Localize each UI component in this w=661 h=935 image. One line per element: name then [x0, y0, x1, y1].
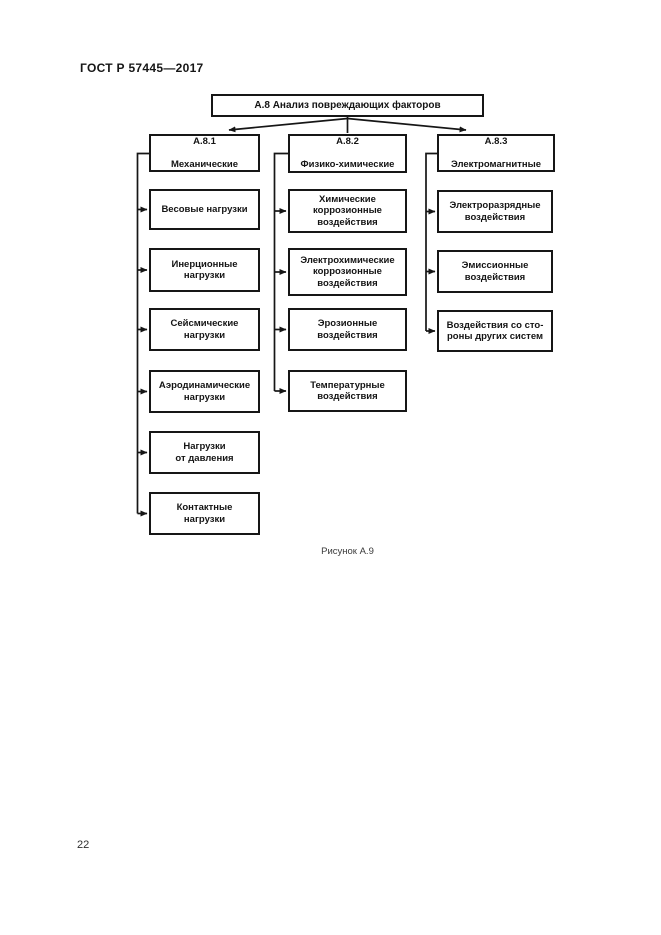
root-box: А.8 Анализ повреждающих факторов [211, 94, 484, 117]
item-box: Весовые нагрузки [149, 189, 260, 230]
column-title: Электромагнитные [450, 158, 542, 170]
figure-caption: Рисунок А.9 [321, 546, 374, 557]
column-header-box-physico-chemical: А.8.2 Физико-химические [288, 134, 407, 173]
connector-lines [136, 117, 467, 517]
column-title: Физико-химические [300, 159, 395, 171]
item-box: Сейсмические нагрузки [149, 308, 260, 351]
column-header-box-electromagnetic: А.8.3 Электромагнитные [437, 134, 555, 172]
item-box: Контактные нагрузки [149, 492, 260, 535]
item-box: Химические коррозионные воздействия [288, 189, 407, 233]
column-code: А.8.3 [484, 135, 508, 147]
doc-header: ГОСТ Р 57445—2017 [80, 61, 204, 75]
item-box: Эрозионные воздействия [288, 308, 407, 351]
item-box: Нагрузки от давления [149, 431, 260, 474]
item-box: Электрохимические коррозионные воздейств… [288, 248, 407, 296]
column-code: А.8.1 [193, 135, 216, 147]
page-number: 22 [77, 839, 90, 851]
column-header-box-mechanical: А.8.1 Механические [149, 134, 260, 172]
item-box: Инерционные нагрузки [149, 248, 260, 292]
item-box: Электроразрядные воздействия [437, 190, 553, 233]
column-title: Механические [170, 158, 239, 170]
item-box: Воздействия со сто- роны других систем [437, 310, 553, 352]
item-box: Эмиссионные воздействия [437, 250, 553, 293]
item-box: Аэродинамические нагрузки [149, 370, 260, 413]
item-box: Температурные воздействия [288, 370, 407, 412]
column-code: А.8.2 [336, 136, 359, 148]
